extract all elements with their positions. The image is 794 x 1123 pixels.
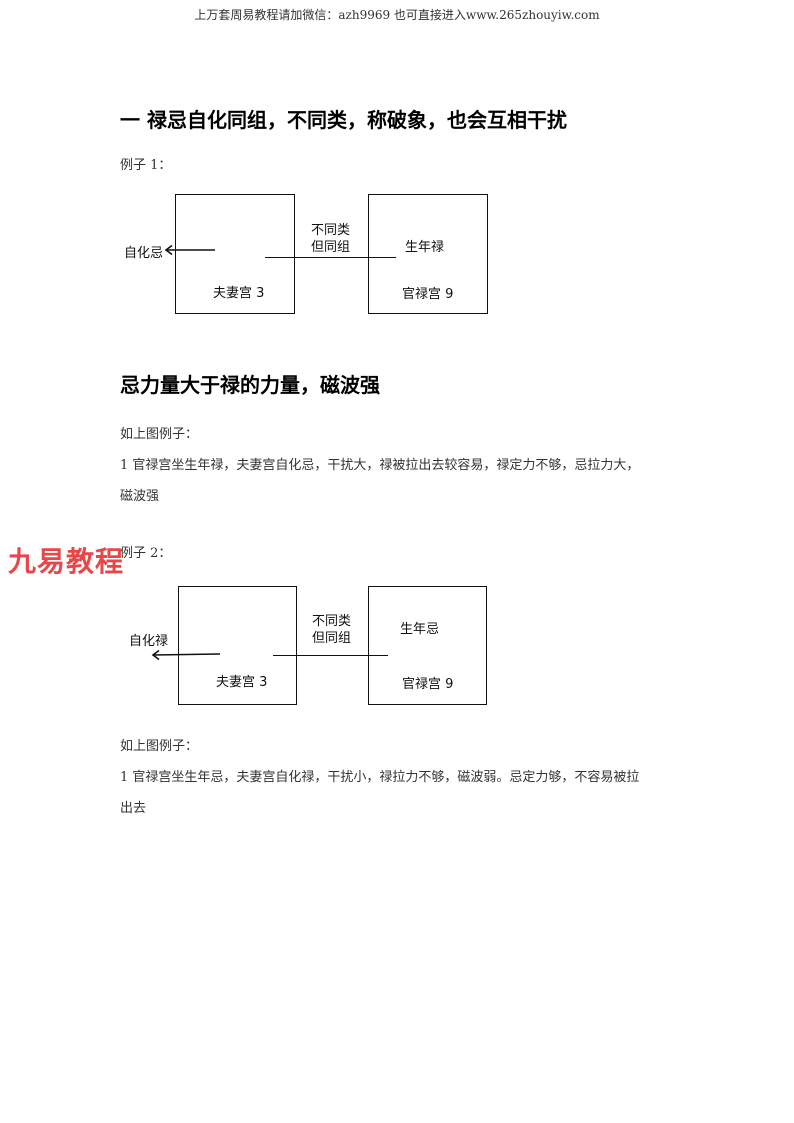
self-transform-label: 自化禄 bbox=[129, 634, 169, 649]
birth-year-label: 生年忌 bbox=[400, 622, 440, 637]
caption-2: 如上图例子： bbox=[120, 739, 199, 754]
section-title-1: 一 禄忌自化同组，不同类，称破象，也会互相干扰 bbox=[120, 108, 567, 132]
arrow-left-icon bbox=[151, 649, 221, 661]
watermark-logo: 九易教程 bbox=[8, 545, 125, 578]
relation-label-line2: 但同组 bbox=[311, 240, 351, 255]
page-header: 上万套周易教程请加微信：azh9969 也可直接进入www.265zhouyiw… bbox=[194, 8, 600, 22]
career-palace-label: 官禄宫 9 bbox=[402, 677, 454, 692]
connector-line bbox=[265, 257, 396, 258]
career-palace-label: 官禄宫 9 bbox=[402, 287, 454, 302]
point-2-line-2: 出去 bbox=[120, 801, 147, 816]
section-title-2: 忌力量大于禄的力量，磁波强 bbox=[120, 373, 380, 397]
point-2-line-1: 1 官禄宫坐生年忌，夫妻宫自化禄，干扰小，禄拉力不够，磁波弱。忌定力够，不容易被… bbox=[120, 770, 640, 785]
relation-label-line1: 不同类 bbox=[311, 223, 351, 238]
relation-label-line1: 不同类 bbox=[312, 614, 352, 629]
relation-label-line2: 但同组 bbox=[312, 631, 352, 646]
connector-line bbox=[273, 655, 388, 656]
career-palace-box bbox=[368, 586, 487, 705]
spouse-palace-box bbox=[178, 586, 297, 705]
spouse-palace-label: 夫妻宫 3 bbox=[216, 675, 268, 690]
self-transform-label: 自化忌 bbox=[124, 246, 164, 261]
caption-1: 如上图例子： bbox=[120, 427, 199, 442]
diagram-2: 自化禄 不同类 但同组 生年忌 夫妻宫 3 官禄宫 9 bbox=[129, 586, 487, 705]
example-2-label: 例子 2： bbox=[120, 546, 172, 561]
spouse-palace-box bbox=[175, 194, 295, 314]
spouse-palace-label: 夫妻宫 3 bbox=[213, 286, 265, 301]
example-1-label: 例子 1： bbox=[120, 158, 172, 173]
point-1-line-1: 1 官禄宫坐生年禄，夫妻宫自化忌，干扰大，禄被拉出去较容易，禄定力不够，忌拉力大… bbox=[120, 458, 640, 473]
career-palace-box bbox=[368, 194, 488, 314]
birth-year-label: 生年禄 bbox=[405, 240, 445, 255]
diagram-1: 自化忌 不同类 但同组 生年禄 夫妻宫 3 官禄宫 9 bbox=[0, 0, 794, 330]
arrow-left-icon bbox=[164, 244, 215, 256]
point-1-line-2: 磁波强 bbox=[120, 489, 160, 504]
